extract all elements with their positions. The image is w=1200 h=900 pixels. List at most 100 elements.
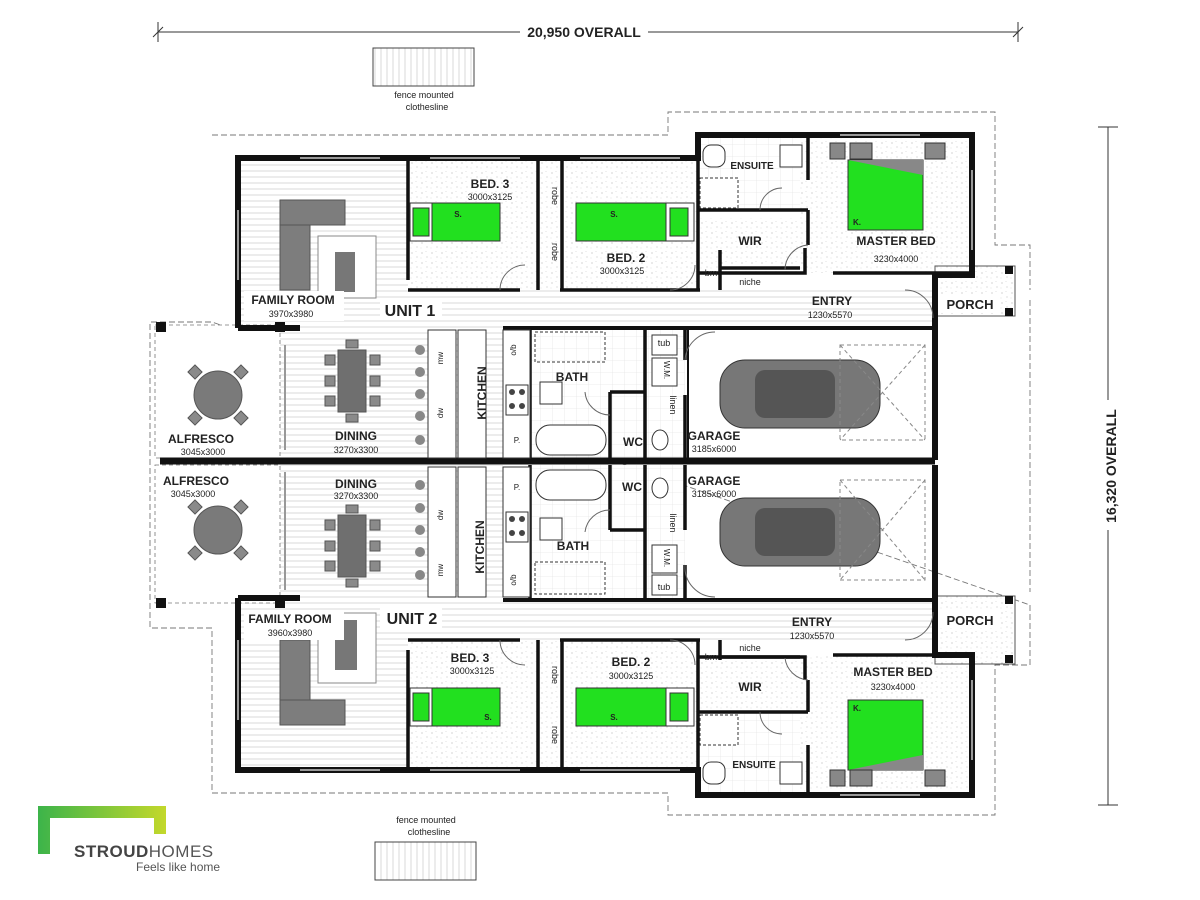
unit1-dining-size: 3270x3300 (334, 445, 379, 455)
unit2-bm: bm (705, 652, 718, 662)
clothesline-bottom-note-2: clothesline (408, 827, 451, 837)
door-swings (499, 187, 934, 735)
unit1-bm: bm (705, 268, 718, 278)
unit1-garage-size: 3185x6000 (692, 444, 737, 454)
unit2-garage-name: GARAGE (688, 474, 741, 488)
unit2-wm: W.M. (662, 549, 671, 567)
unit2-dining-size: 3270x3300 (334, 491, 379, 501)
unit2-entry-name: ENTRY (792, 615, 832, 629)
unit2-master-size: 3230x4000 (871, 682, 916, 692)
unit1-wir-name: WIR (738, 234, 762, 248)
unit1-sofa (279, 199, 377, 299)
unit2-dining-name: DINING (335, 477, 377, 491)
unit2-tub: tub (658, 582, 671, 592)
unit2-robe-1: robe (550, 666, 560, 684)
clothesline-bottom (374, 841, 477, 881)
unit1-pantry: P. (514, 436, 521, 445)
unit2-wir-name: WIR (738, 680, 762, 694)
windows (237, 134, 973, 796)
unit2-ensuite-fixtures (699, 714, 803, 785)
unit1-bed3-size: 3000x3125 (468, 192, 513, 202)
unit1-beds (409, 142, 946, 242)
unit1-wm: W.M. (662, 361, 671, 379)
unit1-bed3-name: BED. 3 (471, 177, 510, 191)
unit1-entry-size: 1230x5570 (808, 310, 853, 320)
unit2-beds (409, 687, 946, 787)
unit2-wc-name: WC (622, 480, 642, 494)
brand-name: STROUDHOMES (74, 842, 214, 861)
unit2-bed3-size: 3000x3125 (450, 666, 495, 676)
unit1-ensuite-fixtures (699, 144, 803, 209)
unit1-bed2-single: S. (610, 210, 618, 219)
overall-depth-label: 16,320 OVERALL (1103, 409, 1119, 523)
unit1-robe-1: robe (550, 187, 560, 205)
unit1-bath-name: BATH (556, 370, 588, 384)
unit1-bed2-size: 3000x3125 (600, 266, 645, 276)
unit2-obo: o/b (509, 574, 518, 586)
clothesline-top-note-2: clothesline (406, 102, 449, 112)
stroud-homes-logo: STROUDHOMES Feels like home (38, 806, 238, 876)
unit1-niche: niche (739, 277, 761, 287)
clothesline-bottom-note-1: fence mounted (396, 815, 456, 825)
unit2-bath-name: BATH (557, 539, 589, 553)
unit1-mw: mw (436, 352, 445, 365)
unit2-bed3-name: BED. 3 (451, 651, 490, 665)
unit2-master-king: K. (853, 704, 861, 713)
unit1-entry-name: ENTRY (812, 294, 852, 308)
unit1-master-king: K. (853, 218, 861, 227)
unit1-kitchen-bench (415, 329, 531, 459)
unit2-ensuite-name: ENSUITE (732, 760, 776, 771)
unit1-ensuite-name: ENSUITE (730, 161, 774, 172)
unit1-family-size: 3970x3980 (269, 309, 314, 319)
unit1-robe-2: robe (550, 243, 560, 261)
unit1-dining-name: DINING (335, 429, 377, 443)
overall-width-label: 20,950 OVERALL (527, 24, 641, 40)
unit2-mw: mw (436, 564, 445, 577)
unit1-tub: tub (658, 338, 671, 348)
unit1-dw: dw (436, 408, 445, 418)
unit2-linen: linen (668, 513, 678, 532)
unit2-bath-fixtures (534, 469, 678, 596)
unit1-kitchen-name: KITCHEN (475, 366, 489, 419)
columns (156, 266, 1013, 663)
unit2-dw: dw (436, 510, 445, 520)
unit2-alfresco-size: 3045x3000 (171, 489, 216, 499)
unit1-alfresco-table (187, 364, 249, 426)
unit2-alfresco-table (187, 499, 249, 561)
unit2-bed2-single: S. (610, 713, 618, 722)
unit1-master-name: MASTER BED (856, 234, 936, 248)
unit2-bed2-size: 3000x3125 (609, 671, 654, 681)
brand-tagline: Feels like home (136, 860, 221, 874)
unit1-dining-table (324, 339, 381, 423)
unit2-kitchen-bench (415, 466, 531, 598)
unit1-bed2-name: BED. 2 (607, 251, 646, 265)
unit2-master-name: MASTER BED (853, 665, 933, 679)
unit2-bed3-single: S. (484, 713, 492, 722)
unit2-label: UNIT 2 (387, 611, 438, 628)
unit2-family-size: 3960x3980 (268, 628, 313, 638)
unit1-master-size: 3230x4000 (874, 254, 919, 264)
unit1-family-name: FAMILY ROOM (251, 293, 334, 307)
unit2-niche: niche (739, 643, 761, 653)
unit1-wc-name: WC (623, 435, 643, 449)
clothesline-top-note-1: fence mounted (394, 90, 454, 100)
unit2-family-name: FAMILY ROOM (248, 612, 331, 626)
unit2-porch-name: PORCH (947, 613, 994, 628)
unit1-obo: o/b (509, 344, 518, 356)
logo-mark-icon (38, 806, 166, 854)
clothesline-top (372, 47, 475, 87)
unit2-dining-table (324, 504, 381, 588)
unit1-bed3-single: S. (454, 210, 462, 219)
unit2-entry-size: 1230x5570 (790, 631, 835, 641)
unit1-garage-name: GARAGE (688, 429, 741, 443)
unit2-alfresco-name: ALFRESCO (163, 474, 229, 488)
unit1-label: UNIT 1 (385, 303, 436, 320)
unit2-pantry: P. (514, 483, 521, 492)
unit1-alfresco-name: ALFRESCO (168, 432, 234, 446)
unit2-garage-size: 3185x6000 (692, 489, 737, 499)
unit2-bed2-name: BED. 2 (612, 655, 651, 669)
unit1-alfresco-size: 3045x3000 (181, 447, 226, 457)
unit1-bath-fixtures (534, 331, 678, 456)
unit2-robe-2: robe (550, 726, 560, 744)
